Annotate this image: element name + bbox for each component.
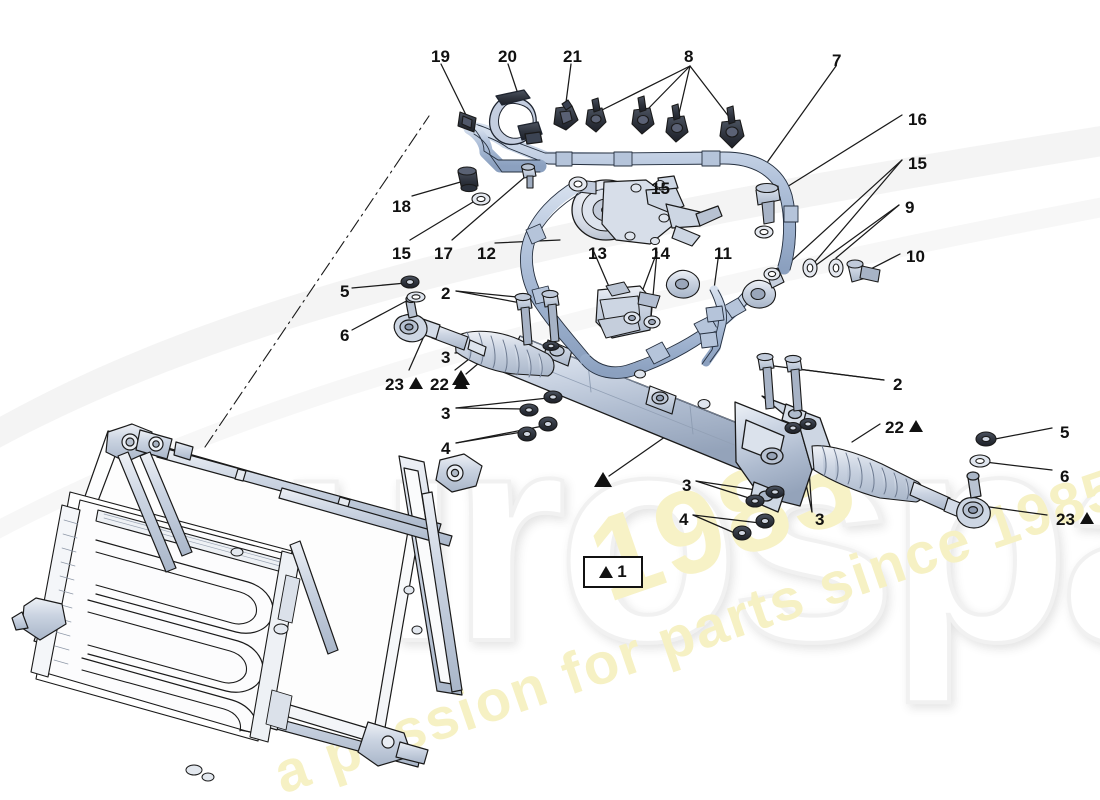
bolt-17 xyxy=(520,163,537,189)
callout-21: 21 xyxy=(563,47,582,66)
clips-8 xyxy=(585,95,745,149)
legend-equals-value: 1 xyxy=(617,562,627,581)
grommet-18 xyxy=(457,166,479,193)
callout-22-triangle: 22 xyxy=(430,376,468,393)
callout-6: 6 xyxy=(1060,467,1070,486)
power-steering-pump xyxy=(571,175,723,247)
elbow-fitting-left xyxy=(665,269,701,299)
callout-3: 3 xyxy=(815,510,825,529)
construction-line xyxy=(204,115,430,448)
steering-rack-assembly xyxy=(393,294,991,529)
callout-18: 18 xyxy=(392,197,411,216)
clip-21 xyxy=(553,99,579,131)
bolt-16 xyxy=(755,182,781,225)
hose-clamp-20 xyxy=(489,89,543,145)
washers-left xyxy=(400,275,426,303)
washer-3a xyxy=(542,340,560,352)
callout-16: 16 xyxy=(908,110,927,129)
callout-15: 15 xyxy=(651,179,670,198)
radiator-condenser-assembly xyxy=(11,423,483,782)
orings-9 xyxy=(802,258,844,278)
callout-10: 10 xyxy=(906,247,925,266)
callout-23-triangle: 23 xyxy=(1056,511,1094,528)
callout-15: 15 xyxy=(908,154,927,173)
callout-3: 3 xyxy=(441,348,451,367)
washers-right xyxy=(969,431,997,468)
nuts-4-left xyxy=(517,416,558,442)
orings-15-right xyxy=(754,225,781,281)
callout-5: 5 xyxy=(340,282,350,301)
callout-15: 15 xyxy=(392,244,411,263)
legend-triangle-icon xyxy=(599,566,614,578)
callout-9: 9 xyxy=(905,198,915,217)
oring-15-pump xyxy=(568,176,588,192)
callout-22-triangle: 22 xyxy=(885,419,923,436)
callout-19: 19 xyxy=(431,47,450,66)
callout-2: 2 xyxy=(893,375,903,394)
small-fasteners-rack xyxy=(634,369,711,409)
hose-12 xyxy=(520,179,592,366)
washers-3d xyxy=(784,417,817,435)
oring-15-left xyxy=(471,192,491,206)
callout-14: 14 xyxy=(651,244,670,263)
callout-20: 20 xyxy=(498,47,517,66)
legend-box: 1 xyxy=(583,556,643,588)
nuts-14 xyxy=(623,311,661,329)
callout-3: 3 xyxy=(682,476,692,495)
washers-3b xyxy=(519,390,563,417)
callout-17: 17 xyxy=(434,244,453,263)
callout-2: 2 xyxy=(441,284,451,303)
bolts-2-right xyxy=(756,352,803,412)
part-marker-triangle-center xyxy=(594,472,612,487)
bolt-10 xyxy=(846,259,881,283)
washers-3c xyxy=(745,485,785,508)
callout-4: 4 xyxy=(679,510,689,529)
callout-8: 8 xyxy=(684,47,694,66)
callout-7: 7 xyxy=(832,51,842,70)
clip-19 xyxy=(457,111,477,133)
nuts-4-right xyxy=(732,513,775,541)
hose-lower-loop xyxy=(580,282,758,379)
control-unit-13 xyxy=(595,281,661,339)
bolts-2-left xyxy=(514,289,560,346)
callout-4: 4 xyxy=(441,439,451,458)
pipe-11 xyxy=(699,285,727,367)
callout-11: 11 xyxy=(714,244,732,263)
callout-23-triangle: 23 xyxy=(385,376,423,393)
callout-13: 13 xyxy=(588,244,607,263)
callout-12: 12 xyxy=(477,244,496,263)
callout-6: 6 xyxy=(340,326,350,345)
callout-3: 3 xyxy=(441,404,451,423)
callout-5: 5 xyxy=(1060,423,1070,442)
